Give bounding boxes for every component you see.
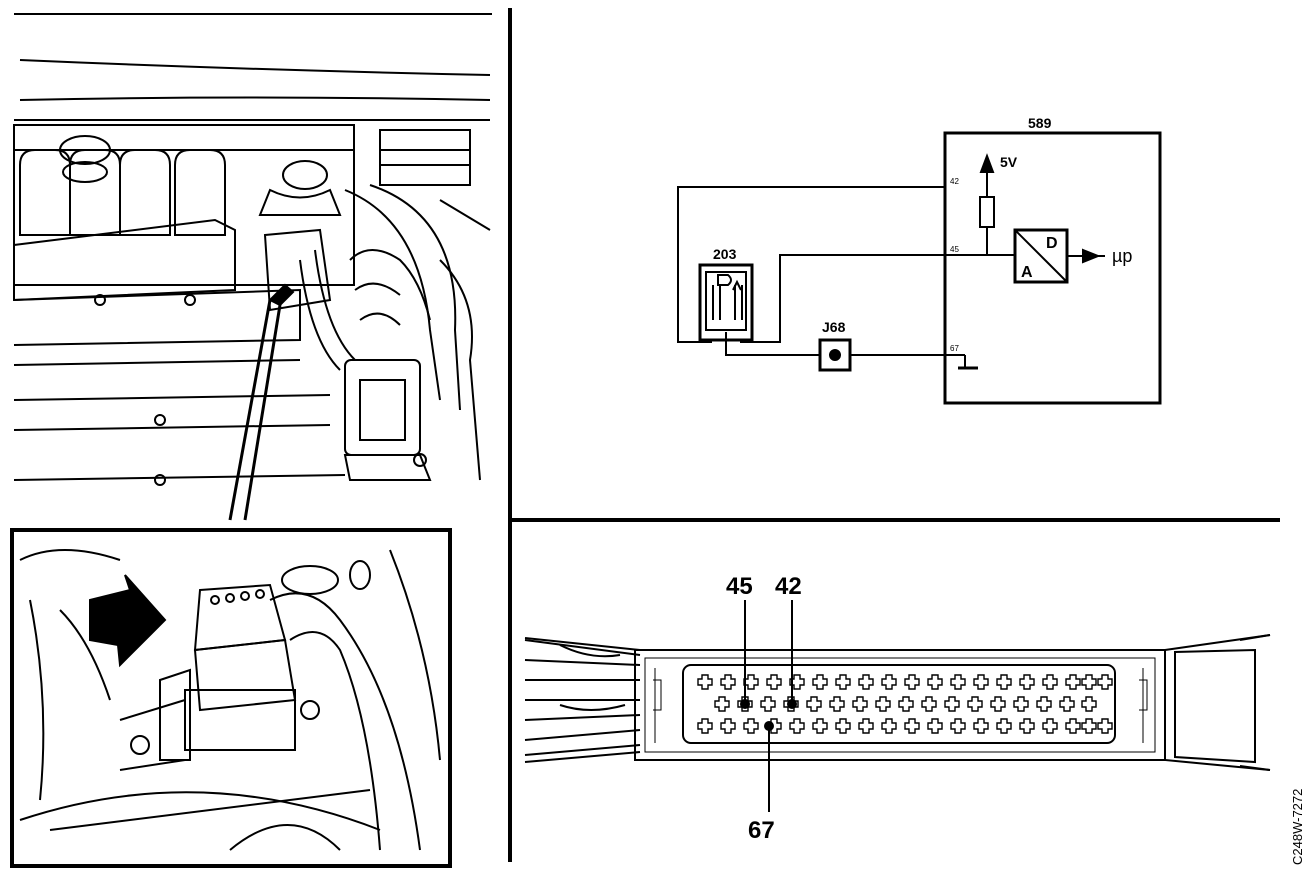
connector-pin [875,696,891,712]
connector-pin [921,696,937,712]
connector-pin [950,718,966,734]
wire-pin-45 [740,254,1015,343]
connector-pin [950,674,966,690]
schem-pin-45: 45 [950,245,959,254]
connector-pin [927,718,943,734]
connector-pin-grid [697,674,1113,734]
connector-pin [789,674,805,690]
wire-pin-42 [677,186,945,343]
connector-pin [904,718,920,734]
connector-pin [973,674,989,690]
highlighted-pins [740,699,797,731]
connector-pin [720,674,736,690]
ground-label: J68 [822,319,846,335]
pin-45-dot [740,699,750,709]
pullup-resistor [979,196,995,228]
connector-pin [835,674,851,690]
sensor-203-box [698,263,754,342]
connector-pin [829,696,845,712]
connector-pin [858,718,874,734]
wire-pin-67 [725,332,820,356]
connector-pin [835,718,851,734]
connector-pin [1097,718,1113,734]
connector-pin [996,674,1012,690]
supply-label: 5V [1000,154,1018,170]
callout-pin-42: 42 [775,573,802,600]
connector-pin [743,674,759,690]
ignition-coils [19,135,226,236]
connector-pin [858,674,874,690]
sensor-detail-inset [10,528,452,868]
connector-pin [812,718,828,734]
connector-pin [881,718,897,734]
connector-pin [1081,696,1097,712]
connector-pin [1019,674,1035,690]
schem-pin-67: 67 [950,344,959,353]
sensor-label: 203 [713,246,737,262]
connector-pin [1042,718,1058,734]
adc-input-label: A [1021,264,1033,281]
connector-pin [1065,674,1081,690]
connector-pin [1036,696,1052,712]
figure-code: C248W-7272 [1290,789,1305,865]
connector-pin [760,696,776,712]
callout-pin-67: 67 [748,817,775,844]
connector-pin [1013,696,1029,712]
connector-pin [806,696,822,712]
ecu-label: 589 [1028,115,1052,131]
microprocessor-label: µp [1112,246,1132,266]
connector-pin [967,696,983,712]
pin-42-dot [787,699,797,709]
callout-pin-45: 45 [726,573,753,600]
ground-j68-box [818,338,852,372]
connector-pin [881,674,897,690]
connector-pin [1081,718,1097,734]
connector-pin [1097,674,1113,690]
connector-pin [766,674,782,690]
wiring-schematic [677,131,1162,405]
connector-pin [990,696,1006,712]
ecu-589-box [943,131,1162,405]
connector-pin [1042,674,1058,690]
connector-pin [1081,674,1097,690]
connector-pin [973,718,989,734]
connector-pin [720,718,736,734]
connector-pin [852,696,868,712]
adc-output-label: D [1046,235,1058,252]
connector-pin [789,718,805,734]
schem-pin-42: 42 [950,177,959,186]
connector-pin [697,718,713,734]
connector-pin [898,696,914,712]
connector-pin [743,718,759,734]
ecu-connector [524,600,1271,812]
connector-pin [714,696,730,712]
connector-pin [1065,718,1081,734]
connector-pin [1019,718,1035,734]
engine-bay-illustration [13,59,491,521]
connector-pin [812,674,828,690]
connector-pin [944,696,960,712]
pin-67-dot [764,721,774,731]
connector-pin [927,674,943,690]
connector-pin [996,718,1012,734]
connector-pin [904,674,920,690]
connector-pin [697,674,713,690]
connector-pin [1059,696,1075,712]
panel-frame [14,8,1280,862]
